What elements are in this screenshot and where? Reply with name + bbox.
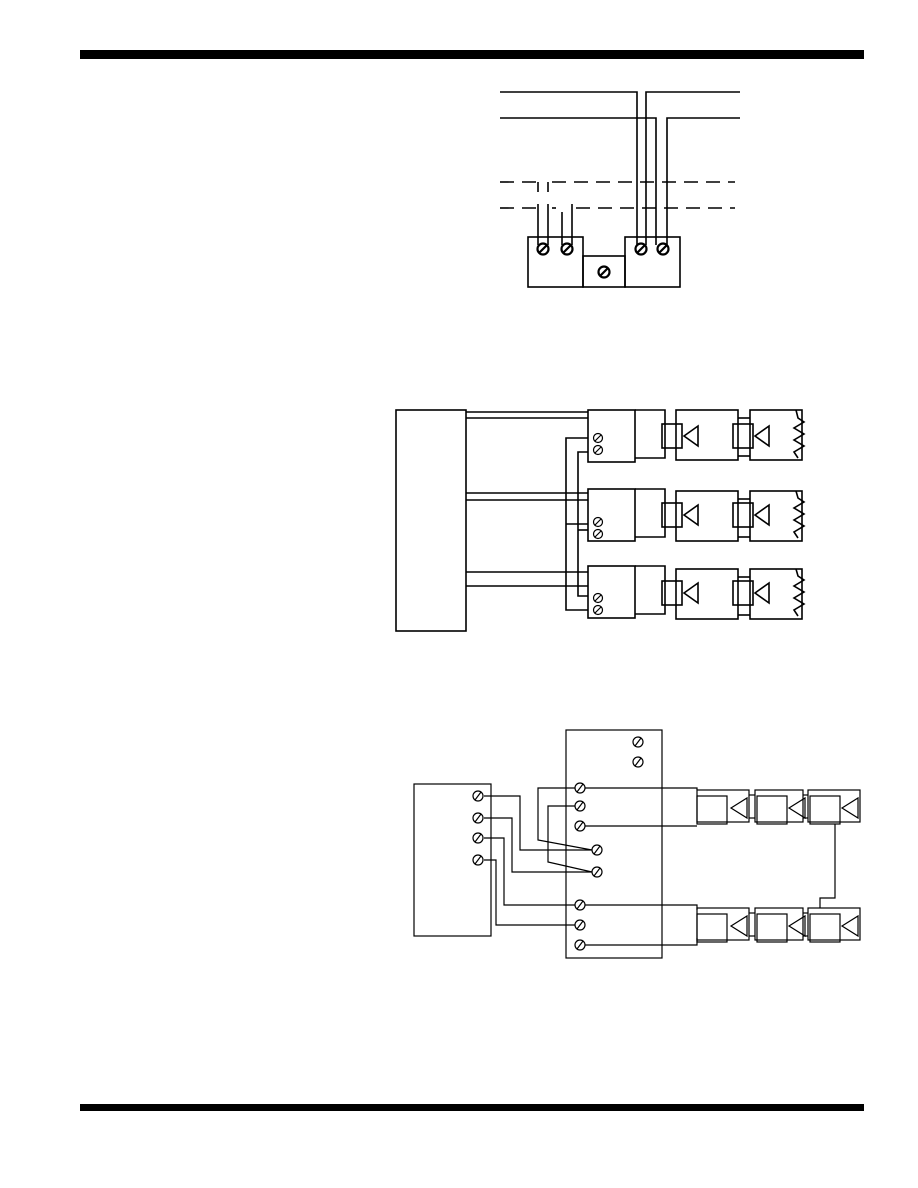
- relay-box: [661, 423, 683, 449]
- terminal-screw-icon: [472, 854, 484, 866]
- module-box: [587, 565, 636, 619]
- zone-row-2: [466, 488, 806, 542]
- resistor-icon: [792, 568, 806, 617]
- wire: [547, 805, 593, 873]
- detector-box: [675, 409, 739, 461]
- detector-box: [675, 568, 739, 620]
- led-triangle-icon: [787, 914, 806, 938]
- terminal-screw-icon: [472, 832, 484, 844]
- wire: [537, 787, 593, 851]
- circuit-line-2: [500, 117, 657, 245]
- detector-base-right: [624, 236, 681, 288]
- led-triangle-icon: [729, 796, 748, 820]
- led-triangle-icon: [753, 581, 770, 605]
- led-triangle-icon: [753, 424, 770, 448]
- terminal-screw-icon: [632, 736, 644, 748]
- terminal-screw-icon: [574, 820, 586, 832]
- zone-row-1: [466, 409, 806, 463]
- wire: [585, 938, 698, 946]
- panel-module-svg: [413, 729, 861, 959]
- return-loop-wire: [819, 824, 836, 908]
- zone-row-3: [466, 565, 806, 620]
- led-triangle-icon: [682, 581, 699, 605]
- detector-chain-top: [696, 789, 861, 825]
- terminal-screw-icon: [592, 432, 604, 444]
- led-triangle-icon: [840, 914, 859, 938]
- terminal-screw-icon: [574, 919, 586, 931]
- terminal-screw-icon: [472, 812, 484, 824]
- circuit-line-2-return: [666, 117, 740, 245]
- multi-zone-svg: [395, 409, 806, 632]
- relay-box: [661, 580, 683, 606]
- terminal-screw-icon: [574, 939, 586, 951]
- terminal-screw-icon: [632, 756, 644, 768]
- relay-box: [756, 795, 788, 825]
- module-box: [587, 409, 636, 463]
- module-box: [565, 729, 663, 959]
- detector-base-left: [527, 236, 584, 288]
- led-triangle-icon: [682, 503, 699, 527]
- terminal-screw-icon: [592, 444, 604, 456]
- terminal-screw-icon: [656, 242, 670, 256]
- terminal-screw-icon: [634, 242, 648, 256]
- relay-box: [809, 913, 841, 943]
- led-triangle-icon: [729, 914, 748, 938]
- wire: [484, 859, 575, 926]
- relay-box: [756, 913, 788, 943]
- wire: [484, 795, 592, 851]
- terminal-screw-icon: [592, 592, 604, 604]
- circuit-line-1: [500, 91, 638, 245]
- led-triangle-icon: [840, 796, 859, 820]
- terminal-screw-icon: [536, 242, 550, 256]
- diagram-detector-wiring: [490, 80, 750, 300]
- terminal-screw-icon: [560, 242, 574, 256]
- terminal-screw-icon: [574, 800, 586, 812]
- relay-box: [696, 913, 728, 943]
- diagram-panel-module-wiring: [405, 720, 870, 970]
- terminal-screw-icon: [592, 604, 604, 616]
- footer-rule: [80, 1104, 864, 1111]
- terminal-screw-icon: [574, 782, 586, 794]
- relay-box: [732, 502, 754, 528]
- wire: [585, 787, 698, 790]
- terminal-screw-icon: [472, 790, 484, 802]
- terminal-screw-icon: [597, 265, 611, 279]
- header-rule: [80, 50, 864, 59]
- control-panel-box: [395, 409, 467, 632]
- relay-box: [661, 502, 683, 528]
- detector-chain-bottom: [696, 907, 861, 943]
- terminal-screw-icon: [591, 866, 603, 878]
- relay-box: [732, 580, 754, 606]
- relay-box: [809, 795, 841, 825]
- terminal-screw-icon: [591, 844, 603, 856]
- led-triangle-icon: [682, 424, 699, 448]
- resistor-icon: [792, 490, 806, 539]
- control-panel-box: [413, 783, 492, 937]
- module-box: [587, 488, 636, 542]
- circuit-line-1-return: [645, 91, 740, 245]
- terminal-screw-icon: [574, 899, 586, 911]
- terminal-screw-icon: [592, 516, 604, 528]
- relay-box: [696, 795, 728, 825]
- led-triangle-icon: [787, 796, 806, 820]
- wire: [484, 817, 592, 873]
- diagram-multi-zone-wiring: [390, 400, 830, 640]
- wire: [585, 904, 698, 910]
- detector-box: [675, 490, 739, 542]
- led-triangle-icon: [753, 503, 770, 527]
- relay-box: [732, 423, 754, 449]
- resistor-icon: [792, 409, 806, 459]
- wire: [484, 837, 575, 906]
- terminal-screw-icon: [592, 528, 604, 540]
- detector-wiring-svg: [500, 91, 740, 288]
